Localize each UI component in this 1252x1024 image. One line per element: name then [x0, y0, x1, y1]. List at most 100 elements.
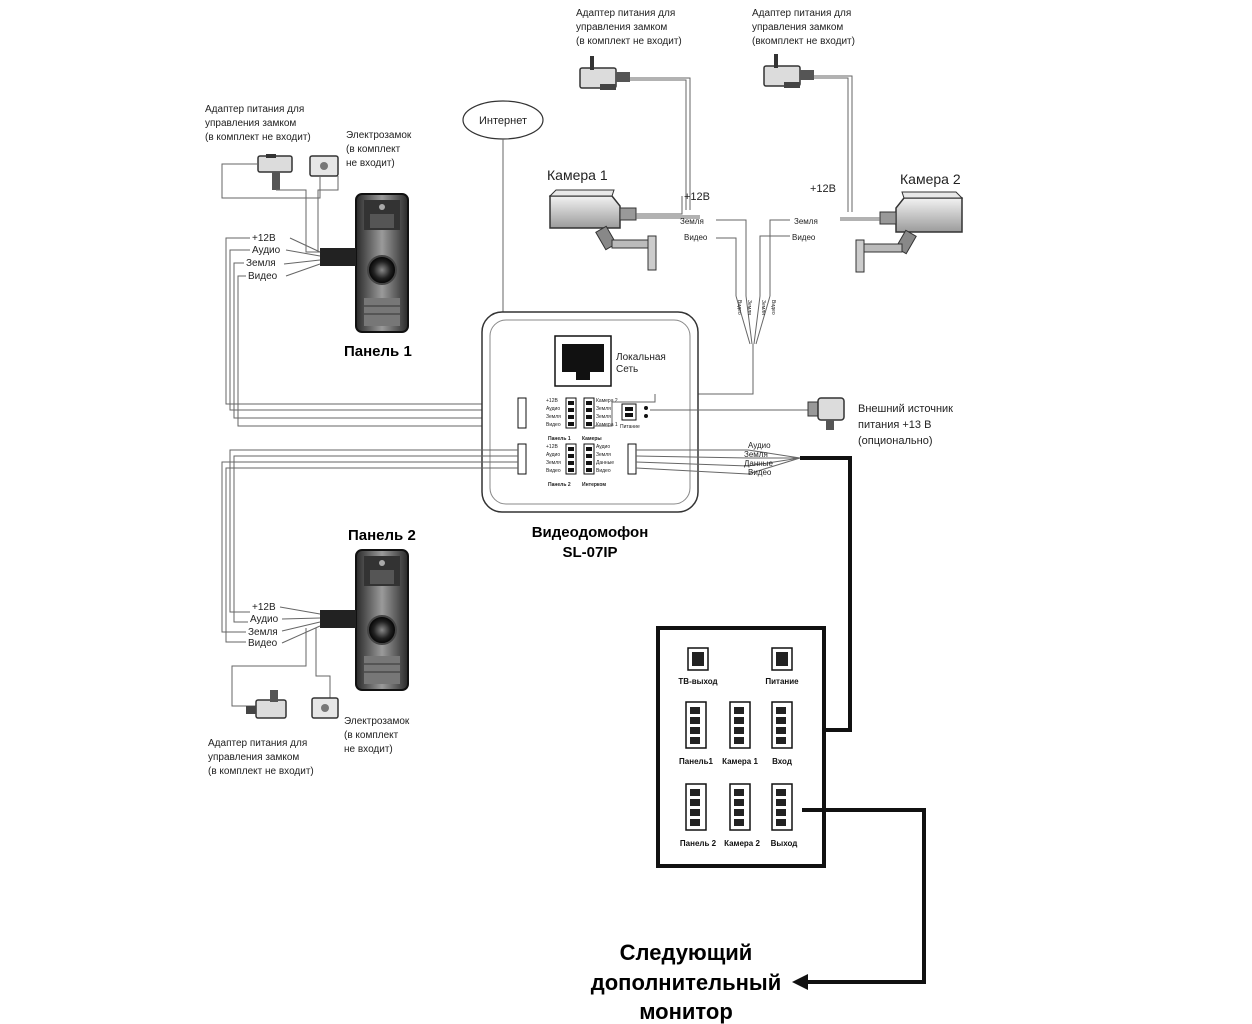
svg-text:Аудио: Аудио	[748, 441, 771, 450]
svg-text:Питание: Питание	[765, 677, 799, 686]
svg-text:(в комплект: (в комплект	[344, 730, 399, 741]
intercom-plug	[627, 443, 637, 475]
panel1-connector-label: Панель 1	[548, 436, 571, 442]
svg-text:Земля: Земля	[760, 300, 766, 315]
panel2-electrolock-label: Электрозамок (в комплект не входит)	[344, 716, 410, 755]
cameras-connector	[583, 397, 595, 429]
panel2-connector	[565, 443, 577, 475]
svg-text:Земля: Земля	[596, 406, 611, 412]
svg-text:+12В: +12В	[546, 398, 558, 404]
svg-text:Видео: Видео	[546, 468, 561, 474]
svg-text:Камера 1: Камера 1	[722, 757, 758, 766]
camera1-icon	[548, 189, 657, 271]
camera1-plus12-label: +12В	[684, 191, 710, 203]
panel2-plug	[517, 443, 527, 475]
svg-text:Данные: Данные	[744, 459, 773, 468]
svg-text:Видео: Видео	[748, 468, 772, 477]
svg-text:(в комплект не входит): (в комплект не входит)	[205, 132, 311, 143]
svg-text:Аудио: Аудио	[596, 444, 610, 450]
monitor-out-port	[771, 783, 793, 831]
svg-text:Адаптер питания для: Адаптер питания для	[208, 738, 307, 749]
svg-text:Данные: Данные	[596, 460, 614, 466]
svg-text:+12В: +12В	[252, 602, 276, 613]
camera2-video-label: Видео	[792, 233, 816, 242]
camera2-ground-label: Земля	[794, 217, 818, 226]
svg-text:Аудио: Аудио	[546, 452, 560, 458]
svg-text:(в комплект не входит): (в комплект не входит)	[208, 766, 314, 777]
svg-text:управления замком: управления замком	[205, 118, 296, 129]
camera2-icon	[855, 191, 964, 273]
panel2-connector-label: Панель 2	[548, 482, 571, 488]
svg-text:Интернет: Интернет	[479, 115, 527, 127]
svg-text:дополнительный: дополнительный	[591, 970, 781, 995]
svg-text:+12В: +12В	[546, 444, 558, 450]
power-adapter-icon	[763, 54, 814, 88]
device-model: SL-07IP	[562, 544, 617, 561]
electrolock-icon	[309, 155, 339, 177]
svg-text:Сеть: Сеть	[616, 364, 638, 375]
svg-text:Видео: Видео	[248, 271, 278, 282]
svg-text:управления замком: управления замком	[208, 752, 299, 763]
svg-text:Видео: Видео	[546, 422, 561, 428]
camera1-ground-label: Земля	[680, 217, 704, 226]
panel1-connector	[565, 397, 577, 429]
arrow-left-icon	[792, 974, 808, 990]
call-panel-1	[320, 193, 409, 333]
intercom-connector-label: Интерком	[582, 482, 606, 488]
camera1-lock-adapter-label: Адаптер питания для управления замком (в…	[576, 8, 682, 47]
camera2-lock-adapter-label: Адаптер питания для управления замком (в…	[752, 8, 855, 47]
cameras-connector-label: Камеры	[582, 436, 602, 442]
svg-text:Земля: Земля	[596, 414, 611, 420]
svg-text:Земля: Земля	[746, 300, 752, 315]
svg-text:Видео: Видео	[248, 638, 278, 649]
panel1-plug	[517, 397, 527, 429]
svg-text:Камера 2: Камера 2	[596, 398, 618, 404]
svg-text:Панель1: Панель1	[679, 757, 713, 766]
svg-text:Панель 2: Панель 2	[680, 839, 717, 848]
svg-text:Земля: Земля	[246, 258, 276, 269]
monitor-panel2-port	[685, 783, 707, 831]
camera1-video-label: Видео	[684, 233, 708, 242]
internet-cloud: Интернет	[462, 100, 544, 140]
svg-text:Видео: Видео	[736, 300, 742, 315]
svg-text:Аудио: Аудио	[546, 406, 560, 412]
panel2-title: Панель 2	[348, 527, 416, 544]
power-connector	[621, 403, 648, 421]
svg-text:+12В: +12В	[252, 233, 276, 244]
electrolock-icon	[311, 697, 339, 719]
svg-text:Электрозамок: Электрозамок	[346, 130, 412, 141]
next-monitor-label: Следующий	[620, 940, 753, 965]
power-adapter-icon	[579, 56, 630, 90]
svg-text:управления замком: управления замком	[752, 22, 843, 33]
svg-text:питания +13 В: питания +13 В	[858, 419, 931, 431]
svg-text:не входит): не входит)	[344, 744, 393, 755]
svg-text:Видео: Видео	[770, 300, 776, 315]
svg-text:Адаптер питания для: Адаптер питания для	[205, 104, 304, 115]
monitor-in-port	[771, 701, 793, 749]
svg-text:Аудио: Аудио	[250, 614, 279, 625]
lan-port	[554, 335, 612, 387]
svg-text:(в комплект: (в комплект	[346, 144, 401, 155]
call-panel-2	[320, 549, 409, 691]
power-port	[771, 647, 793, 671]
external-power-label: Внешний источник	[858, 403, 953, 415]
lan-label: Локальная	[616, 352, 666, 363]
svg-text:Электрозамок: Электрозамок	[344, 716, 410, 727]
svg-text:не входит): не входит)	[346, 158, 395, 169]
device-name: Видеодомофон	[532, 524, 649, 541]
monitor-camera1-port	[729, 701, 751, 749]
tv-out-port	[687, 647, 709, 671]
svg-text:Аудио: Аудио	[252, 245, 281, 256]
svg-text:Земля: Земля	[744, 450, 768, 459]
svg-text:Земля: Земля	[546, 414, 561, 420]
svg-text:Камера 1: Камера 1	[596, 422, 618, 428]
panel1-lock-adapter-label: Адаптер питания для управления замком (в…	[205, 104, 311, 143]
svg-text:Камера 2: Камера 2	[724, 839, 760, 848]
power-adapter-icon	[246, 690, 287, 719]
svg-text:Земля: Земля	[596, 452, 611, 458]
power-adapter-icon	[257, 154, 293, 190]
svg-text:Адаптер питания для: Адаптер питания для	[576, 8, 675, 19]
svg-text:(опционально): (опционально)	[858, 435, 933, 447]
svg-text:(вкомплект не входит): (вкомплект не входит)	[752, 36, 855, 47]
